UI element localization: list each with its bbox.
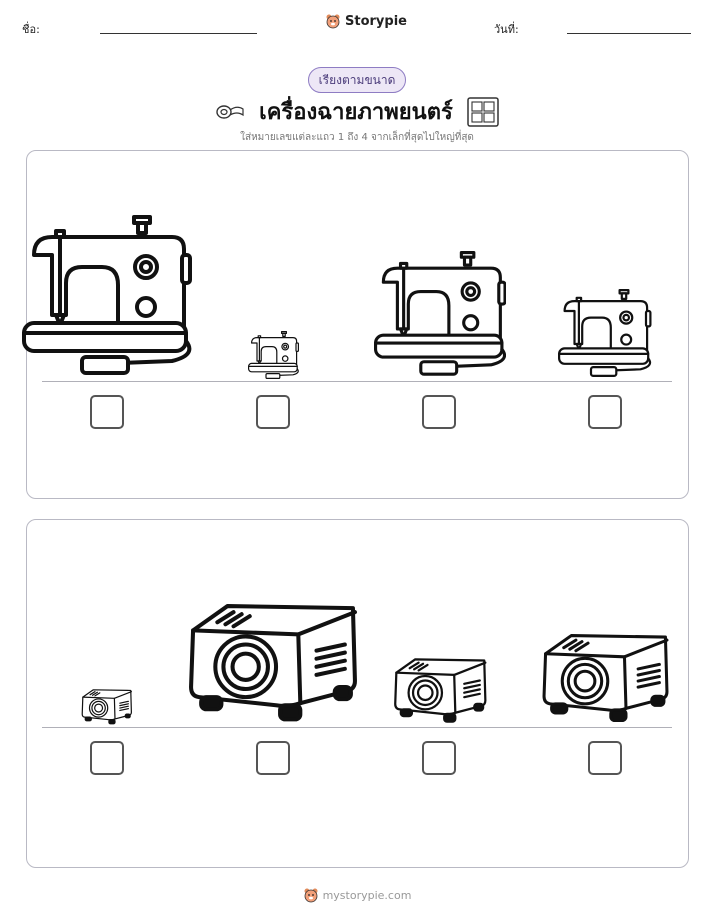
answer-box-2-1[interactable] [90, 741, 124, 775]
projector-icon-2 [187, 600, 359, 726]
row-baseline [42, 381, 672, 382]
name-line[interactable] [100, 33, 257, 34]
bear-icon [304, 888, 318, 903]
sewing-machine-icon-1 [22, 215, 192, 380]
film-strip-icon [467, 96, 499, 127]
brand-name: Storypie [345, 13, 407, 29]
footer-url: mystorypie.com [322, 888, 412, 902]
sewing-machine-icon-2 [247, 330, 299, 381]
category-badge: เรียงตามขนาด [307, 67, 407, 93]
instructions: ใส่หมายเลขแต่ละแถว 1 ถึง 4 จากเล็กที่สุด… [240, 132, 474, 143]
row-baseline [42, 727, 672, 728]
sewing-machine-icon-3 [373, 251, 507, 380]
answer-box-1-1[interactable] [90, 395, 124, 429]
projector-icon-1 [81, 688, 133, 726]
footer: mystorypie.com [0, 887, 714, 903]
name-label: ชื่อ: [22, 23, 40, 36]
answer-box-1-2[interactable] [256, 395, 290, 429]
answer-box-2-2[interactable] [256, 741, 290, 775]
bear-icon [326, 14, 340, 29]
projector-icon-3 [393, 656, 488, 726]
answer-box-2-3[interactable] [422, 741, 456, 775]
date-label: วันที่: [494, 23, 519, 36]
sewing-machine-icon-4 [558, 289, 652, 380]
answer-box-1-4[interactable] [588, 395, 622, 429]
date-line[interactable] [567, 33, 691, 34]
brand-logo: Storypie [325, 13, 407, 29]
sewing-supplies-icon [216, 104, 244, 119]
answer-box-1-3[interactable] [422, 395, 456, 429]
worksheet-title: เครื่องฉายภาพยนตร์ [259, 100, 453, 125]
projector-icon-4 [541, 631, 670, 726]
answer-box-2-4[interactable] [588, 741, 622, 775]
